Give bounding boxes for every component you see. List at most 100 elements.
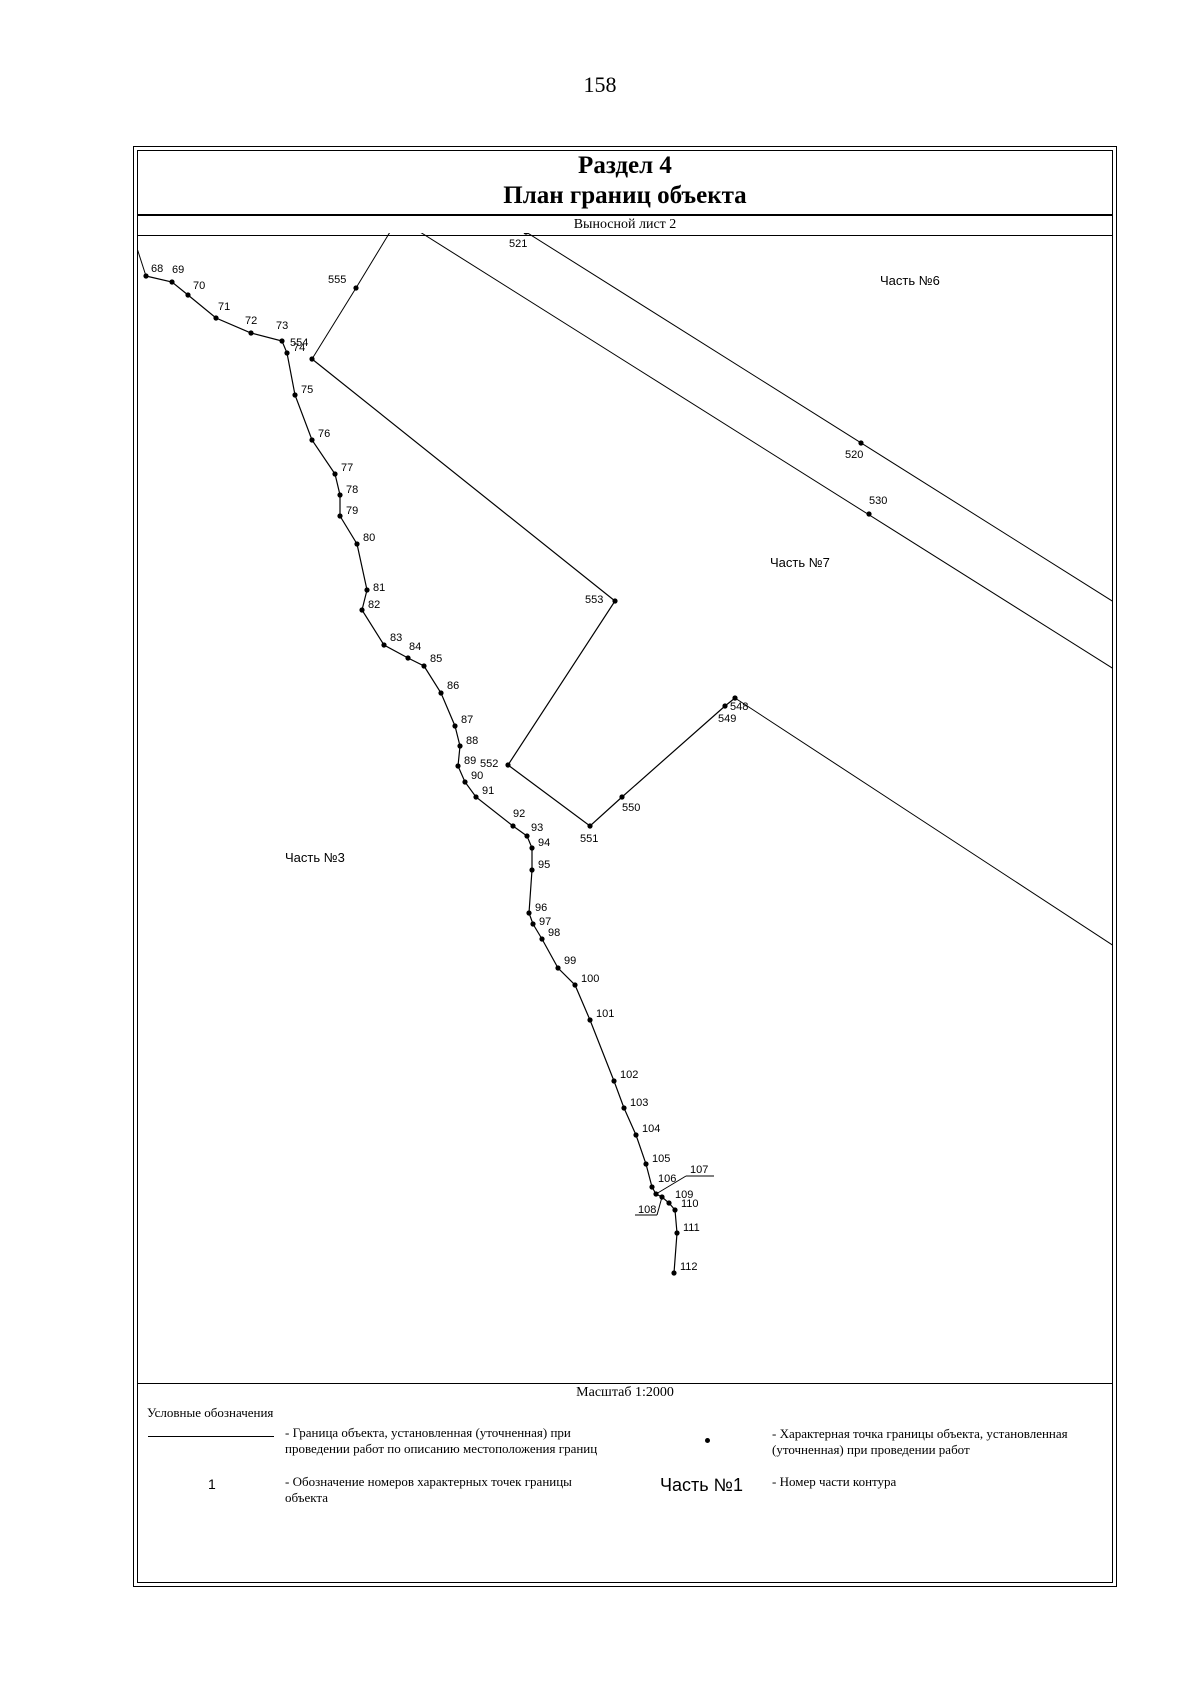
boundary-point-98 (539, 936, 545, 942)
boundary-point-78 (337, 492, 343, 498)
point-label-84: 84 (409, 641, 421, 653)
legend-point-text: - Характерная точка границы объекта, уст… (772, 1426, 1068, 1457)
point-label-74: 74 (293, 342, 305, 354)
point-label-102: 102 (620, 1069, 638, 1081)
point-label-81: 81 (373, 582, 385, 594)
point-label-108: 108 (638, 1204, 656, 1216)
point-label-106: 106 (658, 1173, 676, 1185)
point-label-549: 549 (718, 713, 736, 725)
point-label-101: 101 (596, 1008, 614, 1020)
boundary-point-89 (455, 763, 461, 769)
point-label-550: 550 (622, 802, 640, 814)
boundary-point-105 (643, 1161, 649, 1167)
point-label-107: 107 (690, 1164, 708, 1176)
point-label-105: 105 (652, 1153, 670, 1165)
boundary-point-87 (452, 723, 458, 729)
boundary-point-86 (438, 690, 444, 696)
part-label-3: Часть №3 (285, 850, 345, 865)
point-label-89: 89 (464, 755, 476, 767)
boundary-lines (138, 233, 1113, 1274)
boundary-point-88 (457, 743, 463, 749)
point-label-551: 551 (580, 833, 598, 845)
point-label-109: 109 (675, 1189, 693, 1201)
point-label-555: 555 (328, 274, 346, 286)
boundary-point-74 (284, 350, 290, 356)
contour6-point-520 (858, 440, 864, 446)
point-label-100: 100 (581, 973, 599, 985)
legend-title: Условные обозначения (147, 1405, 274, 1420)
point-label-82: 82 (368, 599, 380, 611)
boundary-point-81 (364, 587, 370, 593)
point-label-78: 78 (346, 484, 358, 496)
point-label-79: 79 (346, 505, 358, 517)
drawing-frame: Раздел 4 План границ объекта Выносной ли… (133, 146, 1117, 1587)
contour7-555-554 (311, 287, 357, 360)
boundary-point-90 (462, 779, 468, 785)
contour7-point-551 (587, 823, 593, 829)
boundary-point-103 (621, 1105, 627, 1111)
boundary-point-102 (611, 1078, 617, 1084)
point-label-68: 68 (151, 263, 163, 275)
point-label-96: 96 (535, 902, 547, 914)
leader-108 (656, 1196, 663, 1216)
point-label-111: 111 (683, 1222, 700, 1234)
boundary-point-68 (143, 273, 149, 279)
boundary-point-69 (169, 279, 175, 285)
point-label-76: 76 (318, 428, 330, 440)
point-label-94: 94 (538, 837, 550, 849)
boundary-lead-in (138, 249, 147, 277)
point-label-90: 90 (471, 770, 483, 782)
point-label-87: 87 (461, 714, 473, 726)
legend-point-sample (705, 1438, 710, 1443)
point-label-86: 86 (447, 680, 459, 692)
point-label-71: 71 (218, 301, 230, 313)
boundary-point-71 (213, 315, 219, 321)
section-title: Раздел 4 (578, 152, 672, 179)
point-label-520: 520 (845, 449, 863, 461)
point-label-98: 98 (548, 927, 560, 939)
point-label-70: 70 (193, 280, 205, 292)
point-label-110: 110 (681, 1198, 699, 1210)
point-label-104: 104 (642, 1123, 660, 1135)
boundary-point-110 (672, 1207, 678, 1213)
point-label-77: 77 (341, 462, 353, 474)
plan-title: План границ объекта (503, 182, 747, 209)
main-boundary-line (145, 275, 678, 1274)
contour6-line-521-520 (526, 233, 1113, 603)
point-label-85: 85 (430, 653, 442, 665)
boundary-point-100 (572, 982, 578, 988)
point-label-93: 93 (531, 822, 543, 834)
legend-number-sample: 1 (208, 1476, 216, 1492)
boundary-point-70 (185, 292, 191, 298)
point-label-553: 553 (585, 594, 603, 606)
contour7-point-554 (309, 356, 315, 362)
boundary-point-104 (633, 1132, 639, 1138)
boundary-point-95 (529, 867, 535, 873)
boundary-point-111 (674, 1230, 680, 1236)
contour7-point-548 (732, 695, 738, 701)
boundary-point-106 (649, 1184, 655, 1190)
boundary-point-79 (337, 513, 343, 519)
contour6-point-521 (523, 233, 529, 235)
boundary-point-93 (524, 833, 530, 839)
contour6-point-530 (866, 511, 872, 517)
contour7-top-edge (420, 233, 1113, 670)
boundary-point-75 (292, 392, 298, 398)
point-label-97: 97 (539, 916, 551, 928)
scale-label: Масштаб 1:2000 (138, 1383, 1112, 1402)
part-label-2: Часть №7 (770, 555, 830, 570)
point-label-80: 80 (363, 532, 375, 544)
legend-part-text: - Номер части контура (772, 1474, 897, 1489)
contour7-right-edge (734, 697, 1113, 946)
point-label-69: 69 (172, 264, 184, 276)
boundary-point-96 (526, 910, 532, 916)
contour7-point-553 (612, 598, 618, 604)
boundary-point-99 (555, 965, 561, 971)
point-label-95: 95 (538, 859, 550, 871)
boundary-point-80 (354, 541, 360, 547)
contour7-point-555 (353, 285, 359, 291)
page-number: 158 (583, 72, 617, 97)
boundary-point-91 (473, 794, 479, 800)
